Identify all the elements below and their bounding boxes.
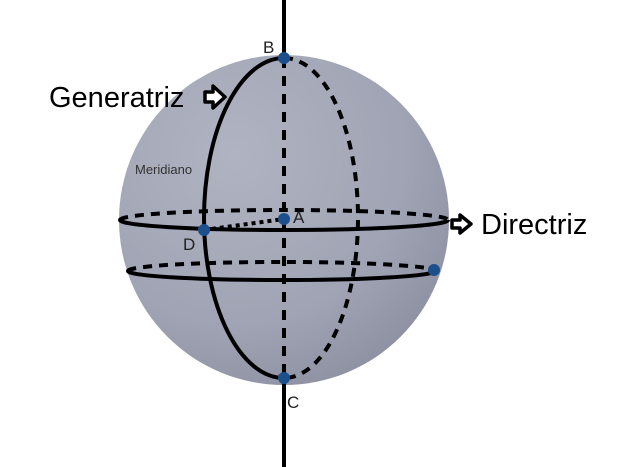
radius-d-a <box>203 217 285 232</box>
equator-back-dashed <box>118 208 450 222</box>
label-b: B <box>263 38 274 57</box>
meridian-back-dashed <box>283 56 360 380</box>
label-c: C <box>287 393 299 412</box>
label-directriz: Directriz <box>481 209 587 241</box>
label-d: D <box>183 235 195 254</box>
label-a: A <box>293 208 305 227</box>
point-b <box>278 52 290 64</box>
arrow-right-icon <box>450 213 473 235</box>
parallel-front <box>126 269 437 283</box>
point-c <box>278 372 290 384</box>
point-d <box>198 224 210 236</box>
label-meridiano: Meridiano <box>135 162 192 177</box>
label-generatriz: Generatriz <box>49 82 184 114</box>
equator-front <box>118 218 450 232</box>
point-parallel <box>428 264 440 276</box>
arrow-right-icon <box>203 84 227 110</box>
meridian-generatrix <box>202 56 285 380</box>
parallel-back-dashed <box>126 259 437 273</box>
point-a <box>278 213 290 225</box>
